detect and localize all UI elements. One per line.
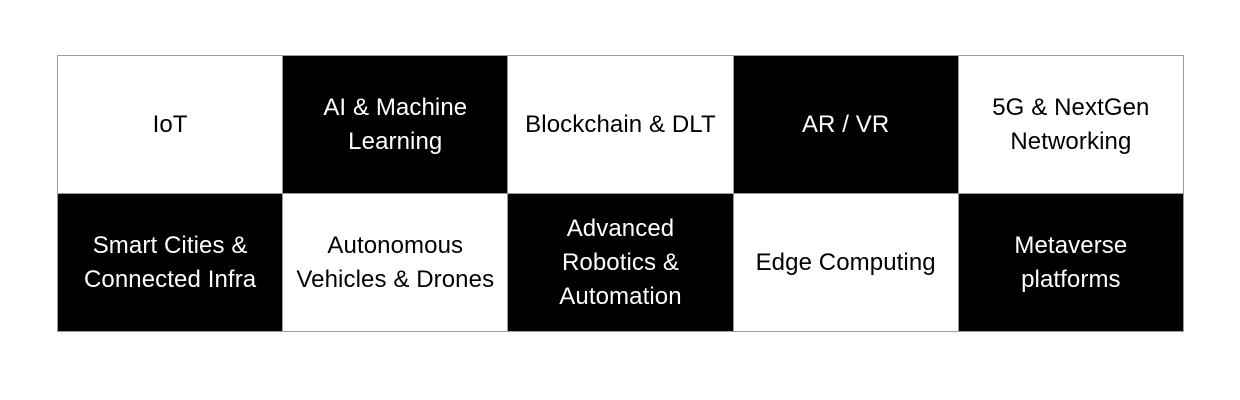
cell-label: Smart Cities & Connected Infra	[83, 231, 257, 293]
cell-label: Metaverse platforms	[1014, 231, 1128, 293]
grid-cell-iot[interactable]: IoT	[56, 55, 284, 194]
grid-row: Smart Cities & Connected Infra Autonomou…	[56, 193, 1185, 332]
cell-label: AI & Machine Learning	[323, 93, 468, 155]
grid-cell-advanced-robotics-automation[interactable]: Advanced Robotics & Automation	[507, 193, 734, 332]
grid-cell-ai-machine-learning[interactable]: AI & Machine Learning	[282, 55, 509, 194]
cell-label: Autonomous Vehicles & Drones	[296, 231, 495, 293]
grid-cell-autonomous-vehicles-drones[interactable]: Autonomous Vehicles & Drones	[282, 193, 509, 332]
grid-cell-metaverse-platforms[interactable]: Metaverse platforms	[957, 193, 1185, 332]
grid-cell-blockchain-dlt[interactable]: Blockchain & DLT	[507, 55, 734, 194]
cell-label: Edge Computing	[755, 248, 936, 276]
technology-matrix: IoT AI & Machine Learning Blockchain & D…	[56, 55, 1185, 332]
cell-label: Blockchain & DLT	[525, 110, 716, 138]
grid-cell-ar-vr[interactable]: AR / VR	[732, 55, 959, 194]
cell-label: 5G & NextGen Networking	[992, 93, 1150, 155]
grid-cell-smart-cities-connected-infra[interactable]: Smart Cities & Connected Infra	[56, 193, 284, 332]
cell-label: Advanced Robotics & Automation	[559, 214, 682, 310]
grid-cell-5g-nextgen-networking[interactable]: 5G & NextGen Networking	[957, 55, 1185, 194]
grid-body: IoT AI & Machine Learning Blockchain & D…	[56, 55, 1185, 332]
grid-cell-edge-computing[interactable]: Edge Computing	[732, 193, 959, 332]
grid-row: IoT AI & Machine Learning Blockchain & D…	[56, 55, 1185, 194]
technology-grid: IoT AI & Machine Learning Blockchain & D…	[56, 55, 1185, 332]
cell-label: AR / VR	[801, 110, 890, 138]
cell-label: IoT	[152, 110, 188, 138]
